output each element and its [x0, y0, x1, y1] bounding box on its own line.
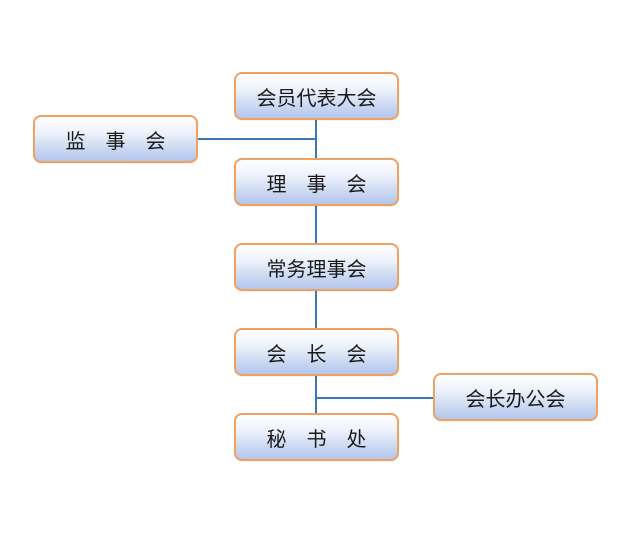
- node-board-of-directors: 理 事 会: [234, 158, 399, 206]
- node-presidents-office: 会长办公会: [433, 373, 598, 421]
- node-secretariat: 秘 书 处: [234, 413, 399, 461]
- node-board-of-supervisors: 监 事 会: [33, 115, 198, 163]
- node-presidents-meeting: 会 长 会: [234, 328, 399, 376]
- node-member-assembly: 会员代表大会: [234, 72, 399, 120]
- node-standing-board: 常务理事会: [234, 243, 399, 291]
